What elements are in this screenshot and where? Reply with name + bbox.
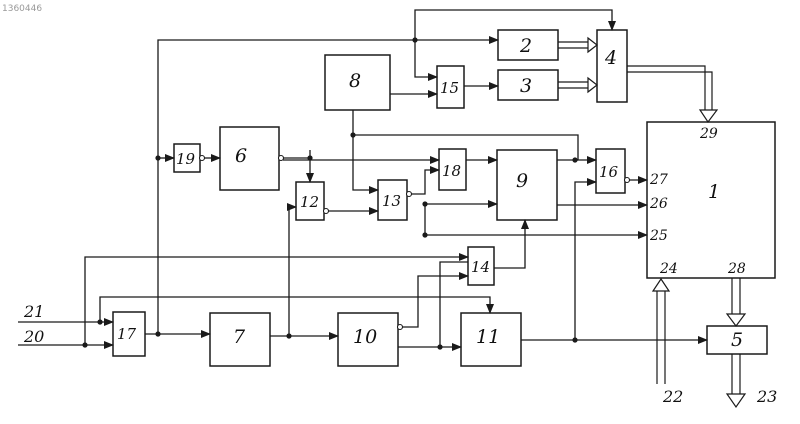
- block-5-label: 5: [731, 329, 743, 351]
- block-4-label: 4: [604, 47, 617, 69]
- block-3: 3: [498, 70, 558, 100]
- block-8-label: 8: [349, 70, 361, 92]
- block-1-label: 1: [708, 181, 720, 203]
- pin-25-label: 25: [649, 228, 668, 244]
- block-2-label: 2: [519, 35, 532, 57]
- block-6: 6: [220, 127, 279, 190]
- block-3-label: 3: [520, 75, 532, 97]
- block-17-label: 17: [117, 325, 137, 343]
- block-17: 17: [113, 312, 145, 356]
- block-5: 5: [707, 326, 767, 354]
- block-13: 13: [378, 180, 407, 220]
- block-4: 4: [597, 30, 627, 102]
- block-16-label: 16: [599, 163, 619, 181]
- block-7-label: 7: [233, 326, 246, 348]
- pin-24-label: 24: [659, 261, 678, 277]
- input-22-label: 22: [662, 387, 683, 406]
- block-7: 7: [210, 313, 270, 366]
- block-10-label: 10: [353, 326, 377, 348]
- input-20-label: 20: [23, 327, 44, 346]
- block-6-label: 6: [235, 145, 247, 167]
- block-12: 12: [296, 182, 324, 220]
- document-number: 1360446: [2, 4, 42, 14]
- block-10: 10: [338, 313, 398, 366]
- block-14: 14: [468, 247, 494, 285]
- block-19-label: 19: [176, 150, 196, 168]
- block-18: 18: [439, 149, 466, 190]
- block-19: 19: [174, 144, 200, 172]
- output-23-label: 23: [756, 387, 777, 406]
- block-13-label: 13: [382, 192, 401, 210]
- pin-26-label: 26: [649, 196, 668, 212]
- block-9: 9: [497, 150, 557, 220]
- block-2: 2: [498, 30, 558, 60]
- input-21-label: 21: [23, 302, 44, 321]
- block-18-label: 18: [442, 162, 461, 180]
- block-12-label: 12: [300, 193, 319, 211]
- block-9-label: 9: [516, 170, 528, 192]
- pin-27-label: 27: [649, 172, 668, 188]
- block-11: 11: [461, 313, 521, 366]
- pin-29-label: 29: [699, 126, 718, 142]
- block-8: 8: [325, 55, 390, 110]
- block-11-label: 11: [476, 326, 500, 348]
- pin-28-label: 28: [727, 261, 746, 277]
- block-14-label: 14: [471, 258, 490, 276]
- block-16: 16: [596, 149, 625, 193]
- block-15: 15: [437, 66, 464, 108]
- block-15-label: 15: [440, 79, 459, 97]
